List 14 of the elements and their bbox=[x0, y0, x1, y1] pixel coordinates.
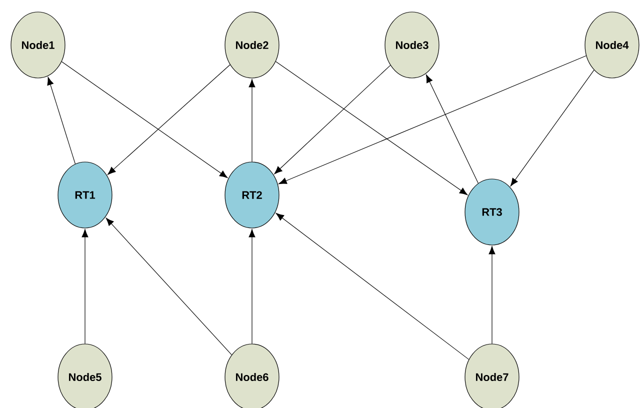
arrow bbox=[275, 61, 468, 196]
arrow bbox=[274, 65, 391, 174]
arrow bbox=[488, 246, 496, 344]
arrow bbox=[61, 61, 228, 178]
arrow bbox=[278, 55, 586, 184]
arrow bbox=[426, 74, 479, 184]
arrow bbox=[248, 79, 256, 162]
arrow bbox=[108, 64, 230, 175]
arrow bbox=[47, 76, 76, 164]
arrow bbox=[82, 229, 88, 344]
arrow bbox=[106, 218, 232, 356]
arrow bbox=[248, 229, 256, 344]
arrow bbox=[276, 213, 470, 360]
arrow bbox=[510, 70, 594, 186]
